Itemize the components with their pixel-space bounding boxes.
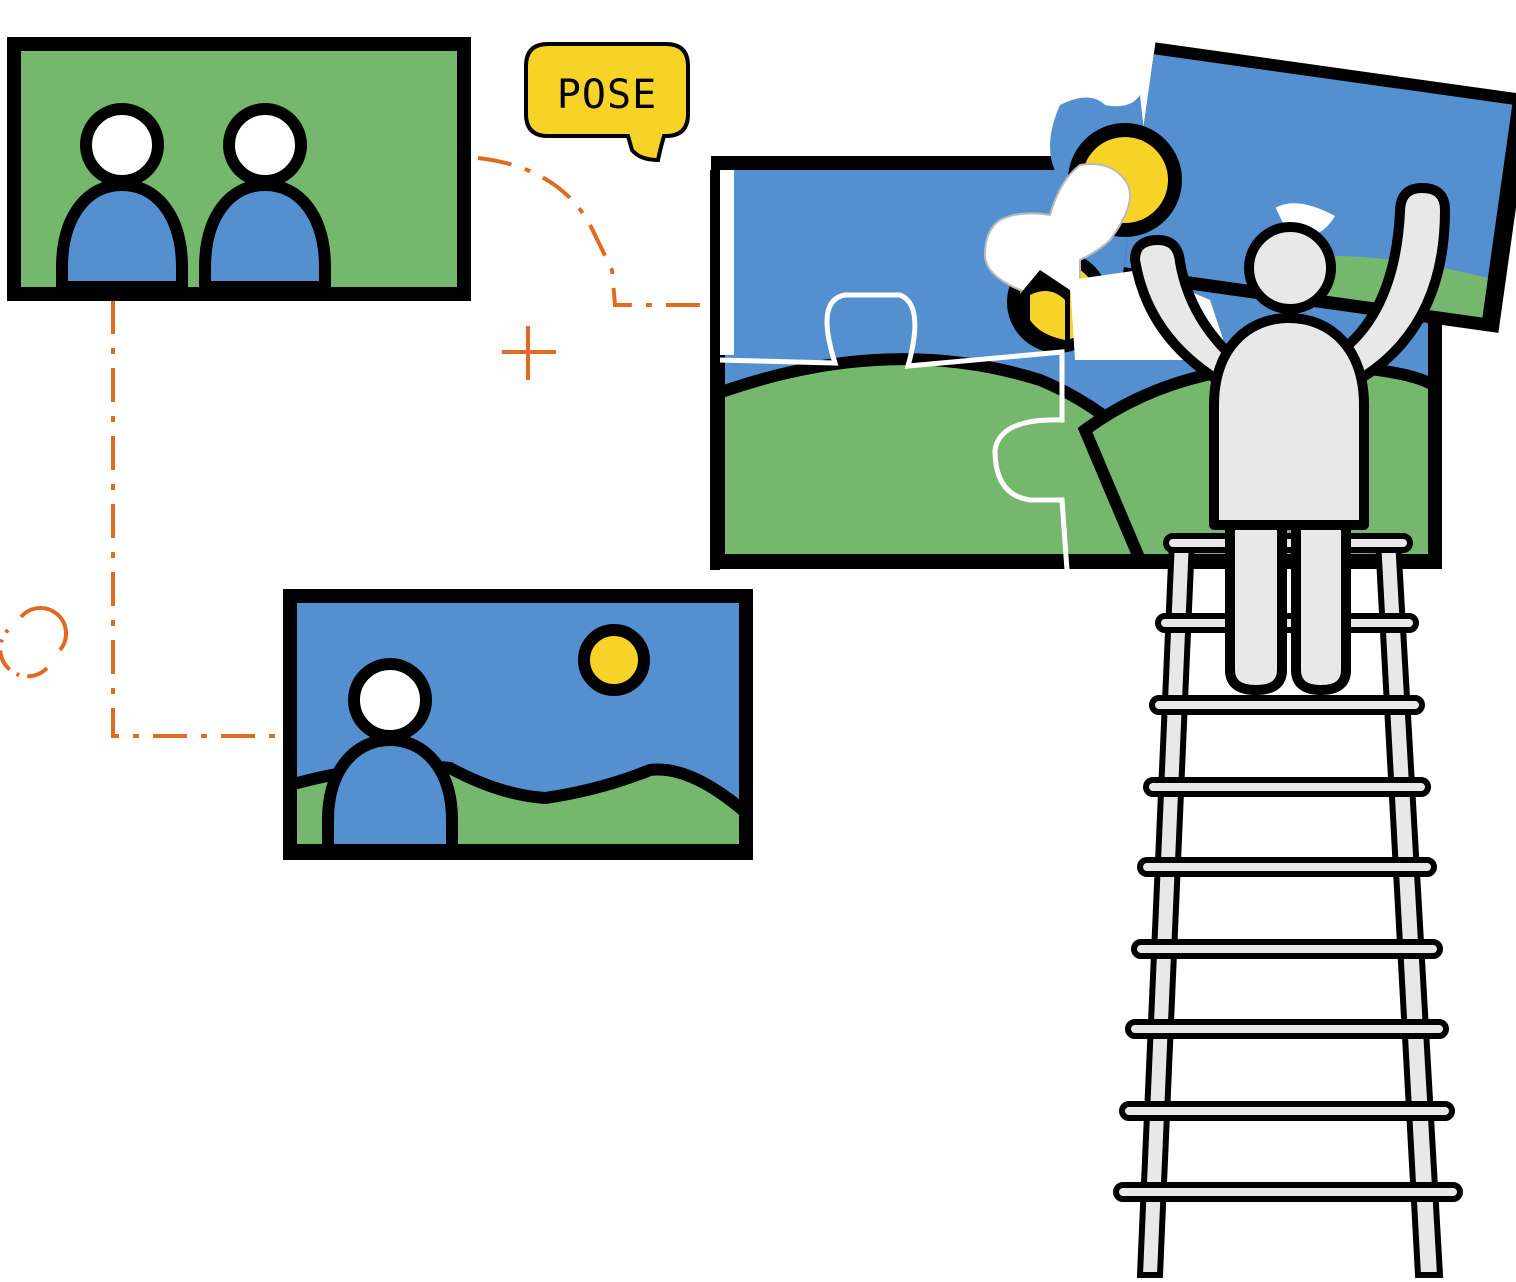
group-photo-icon — [7, 37, 471, 301]
person-left — [56, 103, 188, 293]
ladder-rail-right — [1374, 537, 1444, 1278]
ladder-icon — [1113, 533, 1463, 1278]
connector-group-to-portrait — [111, 300, 282, 738]
person-on-ladder-icon — [1130, 183, 1450, 695]
connector-lines — [111, 156, 800, 738]
person-right — [199, 103, 331, 293]
leg-left — [1225, 515, 1287, 695]
arm-left — [1130, 235, 1243, 390]
portrait-person — [322, 658, 458, 846]
speech-bubble-label: POSE — [557, 72, 657, 118]
leg-right — [1291, 515, 1351, 695]
arm-right — [1335, 183, 1450, 387]
small-sun — [578, 624, 650, 696]
speech-bubble-icon: POSE — [524, 42, 690, 163]
ladder-rail-left — [1136, 537, 1196, 1278]
plus-icon — [502, 326, 556, 380]
loading-circle-icon — [0, 606, 68, 679]
torso — [1209, 313, 1369, 530]
portrait-landscape-photo-icon — [283, 589, 753, 860]
puzzle-cut-lines — [717, 292, 1070, 571]
head — [1244, 222, 1336, 314]
connector-group-to-puzzle — [477, 156, 800, 307]
